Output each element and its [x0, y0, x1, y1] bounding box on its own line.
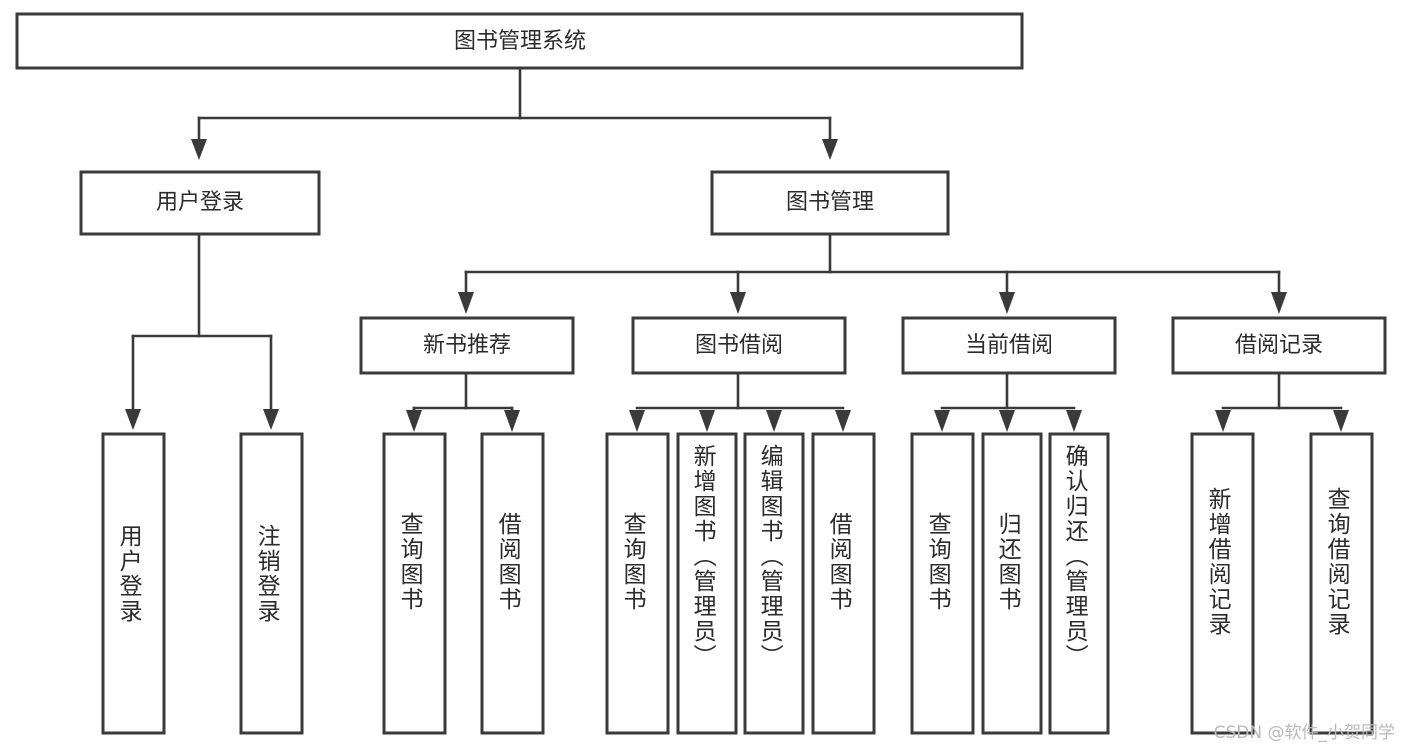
node-label: 图书管理系统 — [454, 29, 586, 54]
leaf-box-confirm-return-admin[interactable] — [1048, 432, 1110, 735]
arrow-head-icon — [934, 410, 950, 432]
leaf-box-return-book[interactable] — [981, 432, 1043, 735]
leaf-box-logout[interactable] — [239, 432, 304, 735]
leaf-box-query-book-borrow[interactable] — [605, 432, 670, 735]
arrow-head-icon — [458, 292, 474, 314]
arrow-head-icon — [766, 410, 782, 432]
node-box-shape — [901, 316, 1117, 375]
connector-current-borrow-to-leaves — [934, 371, 1082, 432]
node-borrow-record[interactable]: 借阅记录 — [1171, 316, 1387, 375]
leaf-box-borrow-book-rec[interactable] — [480, 432, 545, 735]
node-new-book-recommend[interactable]: 新书推荐 — [359, 316, 575, 375]
leaf-box-query-book-rec[interactable] — [382, 432, 447, 735]
node-current-borrow[interactable]: 当前借阅 — [901, 316, 1117, 375]
arrow-head-icon — [822, 139, 838, 160]
leaf-box-query-borrow-record[interactable] — [1309, 432, 1374, 735]
arrow-head-icon — [699, 410, 715, 432]
csdn-watermark: CSDN @软件_小贺同学 — [1213, 723, 1395, 743]
node-label: 图书管理 — [786, 190, 874, 215]
node-label: 当前借阅 — [965, 333, 1053, 358]
arrow-head-icon — [999, 410, 1015, 432]
arrow-head-icon — [1066, 410, 1082, 432]
node-label: 用户登录 — [156, 190, 244, 215]
arrow-head-icon — [191, 139, 207, 160]
node-library-management-system[interactable]: 图书管理系统 — [15, 12, 1024, 70]
arrow-head-icon — [1215, 410, 1231, 432]
connector-new-book-to-leaves — [406, 371, 520, 432]
node-box-shape — [631, 316, 847, 375]
node-box-shape — [79, 170, 321, 236]
node-book-borrow[interactable]: 图书借阅 — [631, 316, 847, 375]
node-label: 借阅记录 — [1235, 333, 1323, 358]
connector-borrow-record-to-leaves — [1215, 371, 1349, 432]
arrow-head-icon — [730, 292, 746, 314]
leaf-box-query-book-current[interactable] — [910, 432, 975, 735]
arrow-head-icon — [629, 410, 645, 432]
node-box-shape — [710, 170, 950, 236]
node-user-login[interactable]: 用户登录 — [79, 170, 321, 236]
node-box-shape — [1171, 316, 1387, 375]
arrow-head-icon — [263, 409, 279, 430]
node-label: 图书借阅 — [695, 333, 783, 358]
leaf-box-borrow-book[interactable] — [811, 432, 876, 735]
leaf-box-add-borrow-record[interactable] — [1190, 432, 1255, 735]
leaf-box-edit-book-admin[interactable] — [743, 432, 805, 735]
leaf-box-user-login[interactable] — [101, 432, 166, 735]
node-label: 新书推荐 — [423, 333, 511, 358]
arrow-head-icon — [406, 410, 422, 432]
node-book-management[interactable]: 图书管理 — [710, 170, 950, 236]
node-box-shape — [15, 12, 1024, 70]
arrow-head-icon — [999, 292, 1015, 314]
arrow-head-icon — [1271, 292, 1287, 314]
arrow-head-icon — [504, 410, 520, 432]
arrow-head-icon — [835, 410, 851, 432]
connector-book-mgmt-to-level3 — [458, 232, 1287, 314]
connector-user-login-to-leaves — [125, 232, 279, 430]
node-box-shape — [359, 316, 575, 375]
arrow-head-icon — [1333, 410, 1349, 432]
leaf-box-add-book-admin[interactable] — [676, 432, 738, 735]
arrow-head-icon — [125, 409, 141, 430]
connector-book-borrow-to-leaves — [629, 371, 851, 432]
connector-root-to-level2 — [191, 66, 838, 160]
